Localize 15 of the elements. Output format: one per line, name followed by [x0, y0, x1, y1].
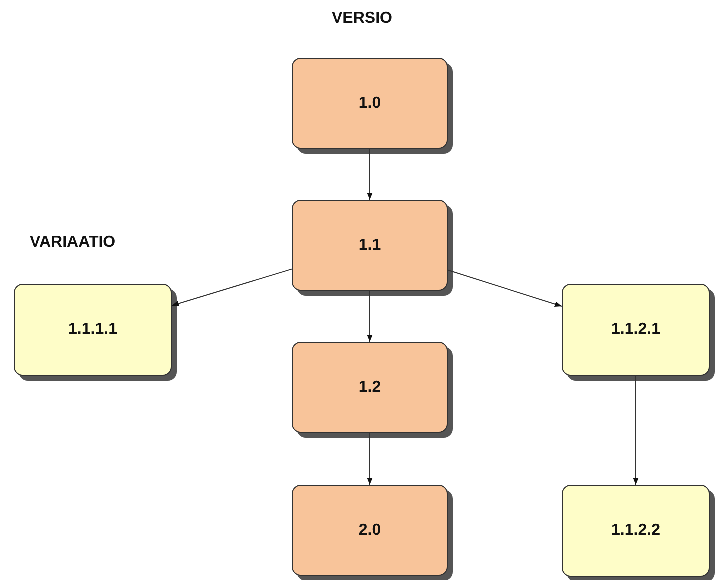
arrow [367, 148, 373, 200]
column-heading: VERSIO [332, 10, 392, 28]
node-label: 1.1.2.1 [612, 321, 660, 339]
node-label: 1.0 [358, 94, 382, 112]
column-heading: VARIAATIO [30, 234, 116, 252]
node-label: 1.1.2.2 [612, 522, 660, 540]
arrow [448, 270, 562, 308]
arrow [172, 268, 292, 307]
node-label: 1.1.1.1 [68, 321, 118, 339]
node-label: 1.2 [358, 378, 382, 396]
arrow [367, 432, 373, 486]
node-label: 1.1 [358, 236, 382, 254]
arrow [633, 376, 639, 486]
arrow [367, 290, 373, 342]
node-label: 2.0 [358, 522, 382, 540]
